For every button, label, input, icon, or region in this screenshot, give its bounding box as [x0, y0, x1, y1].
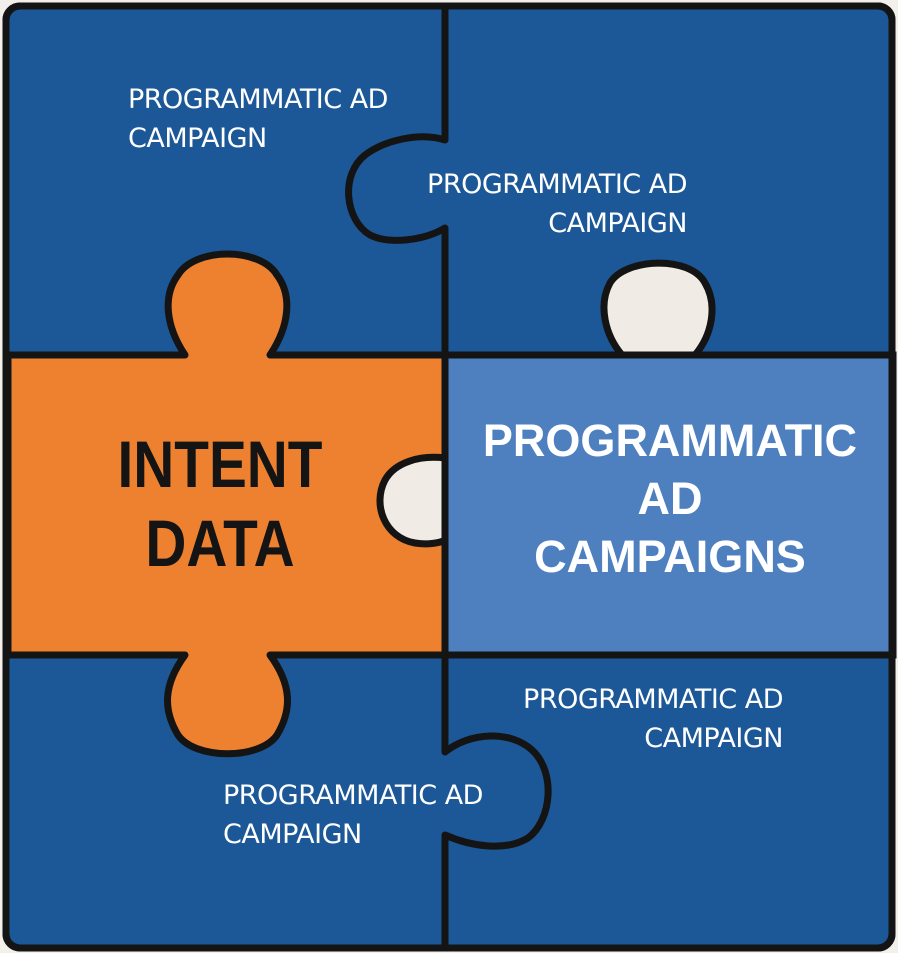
top-left-label: PROGRAMMATIC AD CAMPAIGN	[128, 80, 388, 158]
label-line: CAMPAIGNS	[534, 531, 806, 582]
label-line: DATA	[145, 506, 295, 580]
label-line: PROGRAMMATIC AD	[427, 169, 687, 200]
knob-hole-top	[600, 259, 716, 359]
programmatic-campaigns-piece	[441, 351, 897, 659]
label-line: CAMPAIGN	[548, 208, 687, 239]
cut-line-top	[345, 6, 449, 355]
knob-hole-center	[376, 453, 449, 548]
top-right-label: PROGRAMMATIC AD CAMPAIGN	[387, 165, 687, 243]
label-line: PROGRAMMATIC	[482, 415, 858, 466]
label-line: PROGRAMMATIC AD	[128, 84, 388, 115]
programmatic-campaigns-label: PROGRAMMATIC AD CAMPAIGNS	[452, 412, 888, 586]
label-line: PROGRAMMATIC AD	[223, 780, 483, 811]
label-line: PROGRAMMATIC AD	[523, 684, 783, 715]
label-line: AD	[637, 473, 703, 524]
bottom-right-label: PROGRAMMATIC AD CAMPAIGN	[483, 680, 783, 758]
label-line: CAMPAIGN	[223, 819, 362, 850]
label-line: CAMPAIGN	[128, 123, 267, 154]
label-line: CAMPAIGN	[644, 723, 783, 754]
cut-line-bottom	[441, 655, 552, 948]
label-line: INTENT	[117, 427, 323, 501]
intent-data-label: INTENT DATA	[82, 425, 357, 583]
bottom-left-label: PROGRAMMATIC AD CAMPAIGN	[223, 776, 483, 854]
